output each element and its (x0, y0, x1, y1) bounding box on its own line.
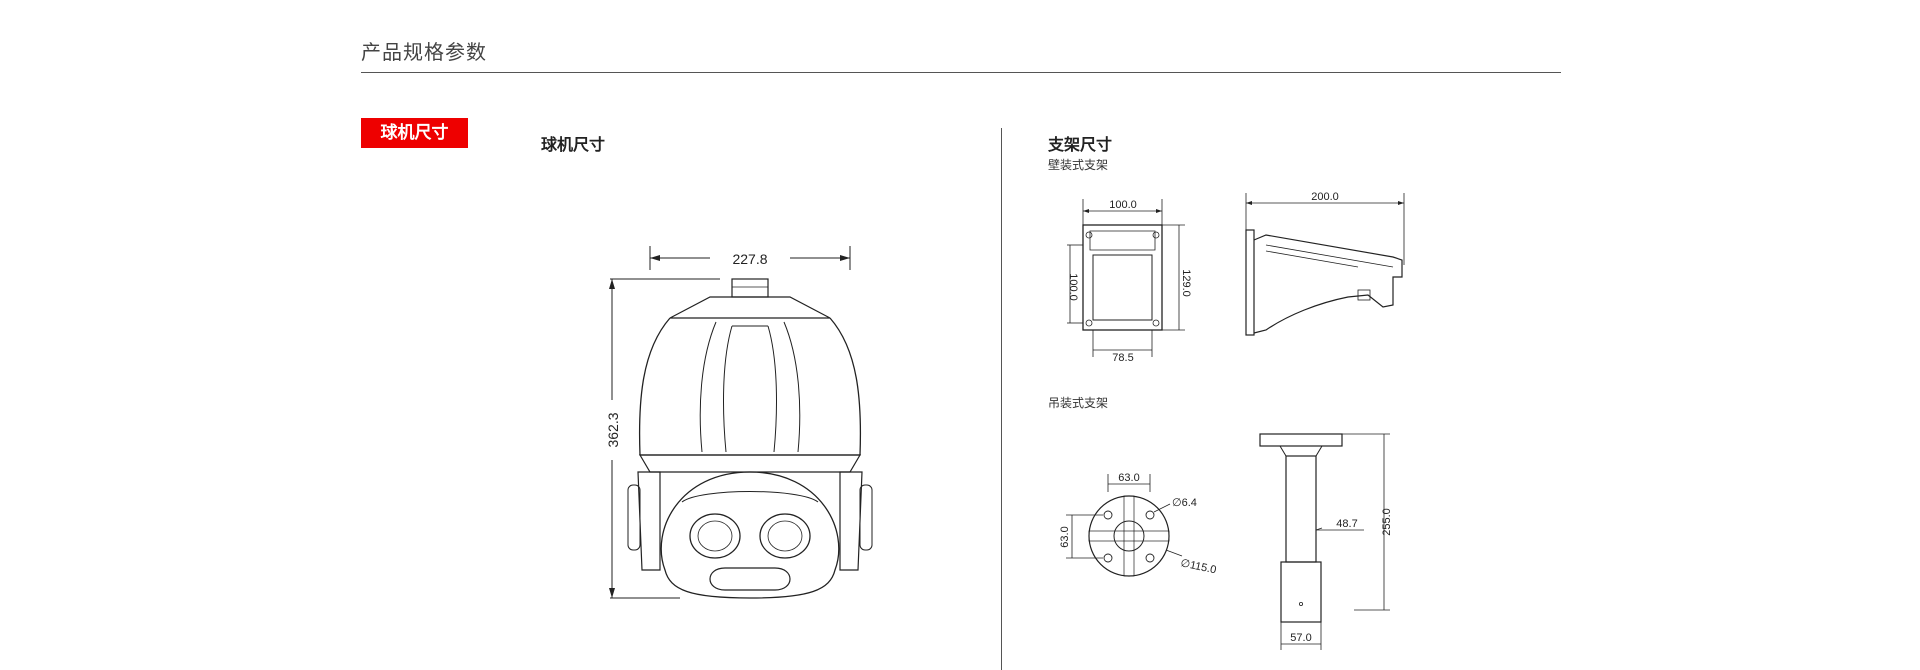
wall-front-height-left-label: 100.0 (1067, 273, 1079, 301)
wall-front-width-label: 100.0 (1109, 199, 1137, 211)
hole-diameter-label: ∅6.4 (1172, 497, 1197, 509)
pole-base-label: 57.0 (1290, 632, 1311, 644)
column-divider (1001, 128, 1002, 670)
wall-front-height-right-label: 129.0 (1180, 269, 1192, 297)
ceiling-mount-label: 吊装式支架 (1048, 396, 1109, 410)
pole-height-label: 255.0 (1381, 508, 1393, 536)
wall-mount-front-drawing: 100.0 100.0 129.0 78.5 (1067, 199, 1192, 364)
flange-height-label: 63.0 (1059, 526, 1071, 547)
wall-front-bottom-label: 78.5 (1112, 352, 1133, 364)
bracket-size-heading: 支架尺寸 (1048, 135, 1113, 154)
wall-mount-side-drawing: 200.0 (1245, 191, 1405, 336)
outer-diameter-label: ∅115.0 (1179, 557, 1217, 576)
dome-width-label: 227.8 (732, 251, 767, 267)
ceiling-mount-flange-drawing: 63.0 63.0 ∅6.4 ∅115.0 (1059, 472, 1217, 577)
wall-mount-label: 壁装式支架 (1048, 158, 1109, 172)
page-title: 产品规格参数 (361, 40, 487, 64)
section-tag-dome-size[interactable]: 球机尺寸 (361, 118, 468, 148)
ceiling-mount-pole-drawing: 255.0 48.7 57.0 (1259, 433, 1393, 650)
wall-side-length-label: 200.0 (1311, 191, 1339, 203)
dome-height-label: 362.3 (605, 412, 621, 447)
flange-width-label: 63.0 (1118, 472, 1139, 484)
title-divider (361, 72, 1561, 73)
pole-offset-label: 48.7 (1336, 518, 1357, 530)
dome-camera-drawing: 227.8 362.3 (605, 246, 873, 599)
dome-size-heading: 球机尺寸 (541, 135, 606, 154)
